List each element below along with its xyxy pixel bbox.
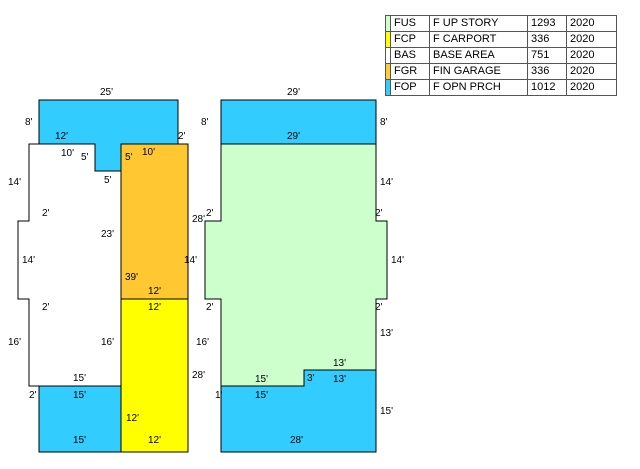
legend-area: 336 xyxy=(527,63,567,80)
dim-label: 16' xyxy=(101,337,114,348)
dim-label: 2' xyxy=(206,208,214,219)
dim-label: 16' xyxy=(8,337,21,348)
dim-label: 2' xyxy=(29,390,37,401)
legend-code: FUS xyxy=(390,15,430,32)
dim-label: 23' xyxy=(101,229,114,240)
dim-label: 14' xyxy=(184,255,197,266)
dim-label: 8' xyxy=(380,117,388,128)
dim-label: 13' xyxy=(333,374,346,385)
left-porch-bottom xyxy=(38,385,122,453)
dim-label: 12' xyxy=(148,286,161,297)
legend-description: F UP STORY xyxy=(429,15,528,32)
right-upstory xyxy=(204,143,388,387)
dim-label: 2' xyxy=(42,208,50,219)
left-garage xyxy=(120,143,189,300)
right-porch-bottom xyxy=(220,369,377,453)
dim-label: 39' xyxy=(125,272,138,283)
dim-label: 2' xyxy=(206,302,214,313)
dim-label: 15' xyxy=(73,435,86,446)
dim-label: 28' xyxy=(290,435,303,446)
dim-label: 2' xyxy=(42,302,50,313)
dim-label: 13' xyxy=(380,328,393,339)
dim-label: 2' xyxy=(375,302,383,313)
dim-label: 14' xyxy=(8,177,21,188)
dim-label: 13' xyxy=(333,358,346,369)
dim-label: 2' xyxy=(375,208,383,219)
dim-label: 12' xyxy=(55,131,68,142)
dim-label: 12' xyxy=(148,435,161,446)
legend-area: 336 xyxy=(527,31,567,48)
dim-label: 8' xyxy=(25,117,33,128)
dim-label: 15' xyxy=(255,390,268,401)
legend-area: 1293 xyxy=(527,15,567,32)
legend-description: FIN GARAGE xyxy=(429,63,528,80)
dim-label: 15' xyxy=(380,406,393,417)
dim-label: 5' xyxy=(125,152,133,163)
legend-code: FOP xyxy=(390,79,430,96)
legend-area: 751 xyxy=(527,47,567,64)
legend-year: 2020 xyxy=(566,63,617,80)
dim-label: 14' xyxy=(380,177,393,188)
dim-label: 5' xyxy=(81,152,89,163)
left-carport xyxy=(120,298,189,453)
dim-label: 25' xyxy=(100,87,113,98)
dim-label: 28' xyxy=(192,214,205,225)
dim-label: 15' xyxy=(255,374,268,385)
dim-label: 29' xyxy=(287,87,300,98)
dim-label: 15' xyxy=(73,390,86,401)
legend-year: 2020 xyxy=(566,79,617,96)
dim-label: 14' xyxy=(391,255,404,266)
legend-code: FCP xyxy=(390,31,430,48)
legend-area: 1012 xyxy=(527,79,567,96)
dim-label: 28' xyxy=(192,370,205,381)
dim-label: 29' xyxy=(287,131,300,142)
dim-label: 3' xyxy=(307,373,315,384)
legend-code: BAS xyxy=(390,47,430,64)
dim-label: 15' xyxy=(73,373,86,384)
legend-description: BASE AREA xyxy=(429,47,528,64)
dim-label: 5' xyxy=(104,175,112,186)
legend-year: 2020 xyxy=(566,47,617,64)
legend-year: 2020 xyxy=(566,31,617,48)
dim-label: 16' xyxy=(196,337,209,348)
legend-year: 2020 xyxy=(566,15,617,32)
dim-label: 14' xyxy=(22,255,35,266)
legend-description: F OPN PRCH xyxy=(429,79,528,96)
legend-code: FGR xyxy=(390,63,430,80)
dim-label: 12' xyxy=(126,413,139,424)
dim-label: 10' xyxy=(142,147,155,158)
dim-label: 8' xyxy=(201,117,209,128)
dim-label: 1' xyxy=(215,390,223,401)
legend-description: F CARPORT xyxy=(429,31,528,48)
left-base-area xyxy=(17,143,122,387)
dim-label: 12' xyxy=(148,302,161,313)
dim-label: 10' xyxy=(61,148,74,159)
dim-label: 2' xyxy=(178,131,186,142)
